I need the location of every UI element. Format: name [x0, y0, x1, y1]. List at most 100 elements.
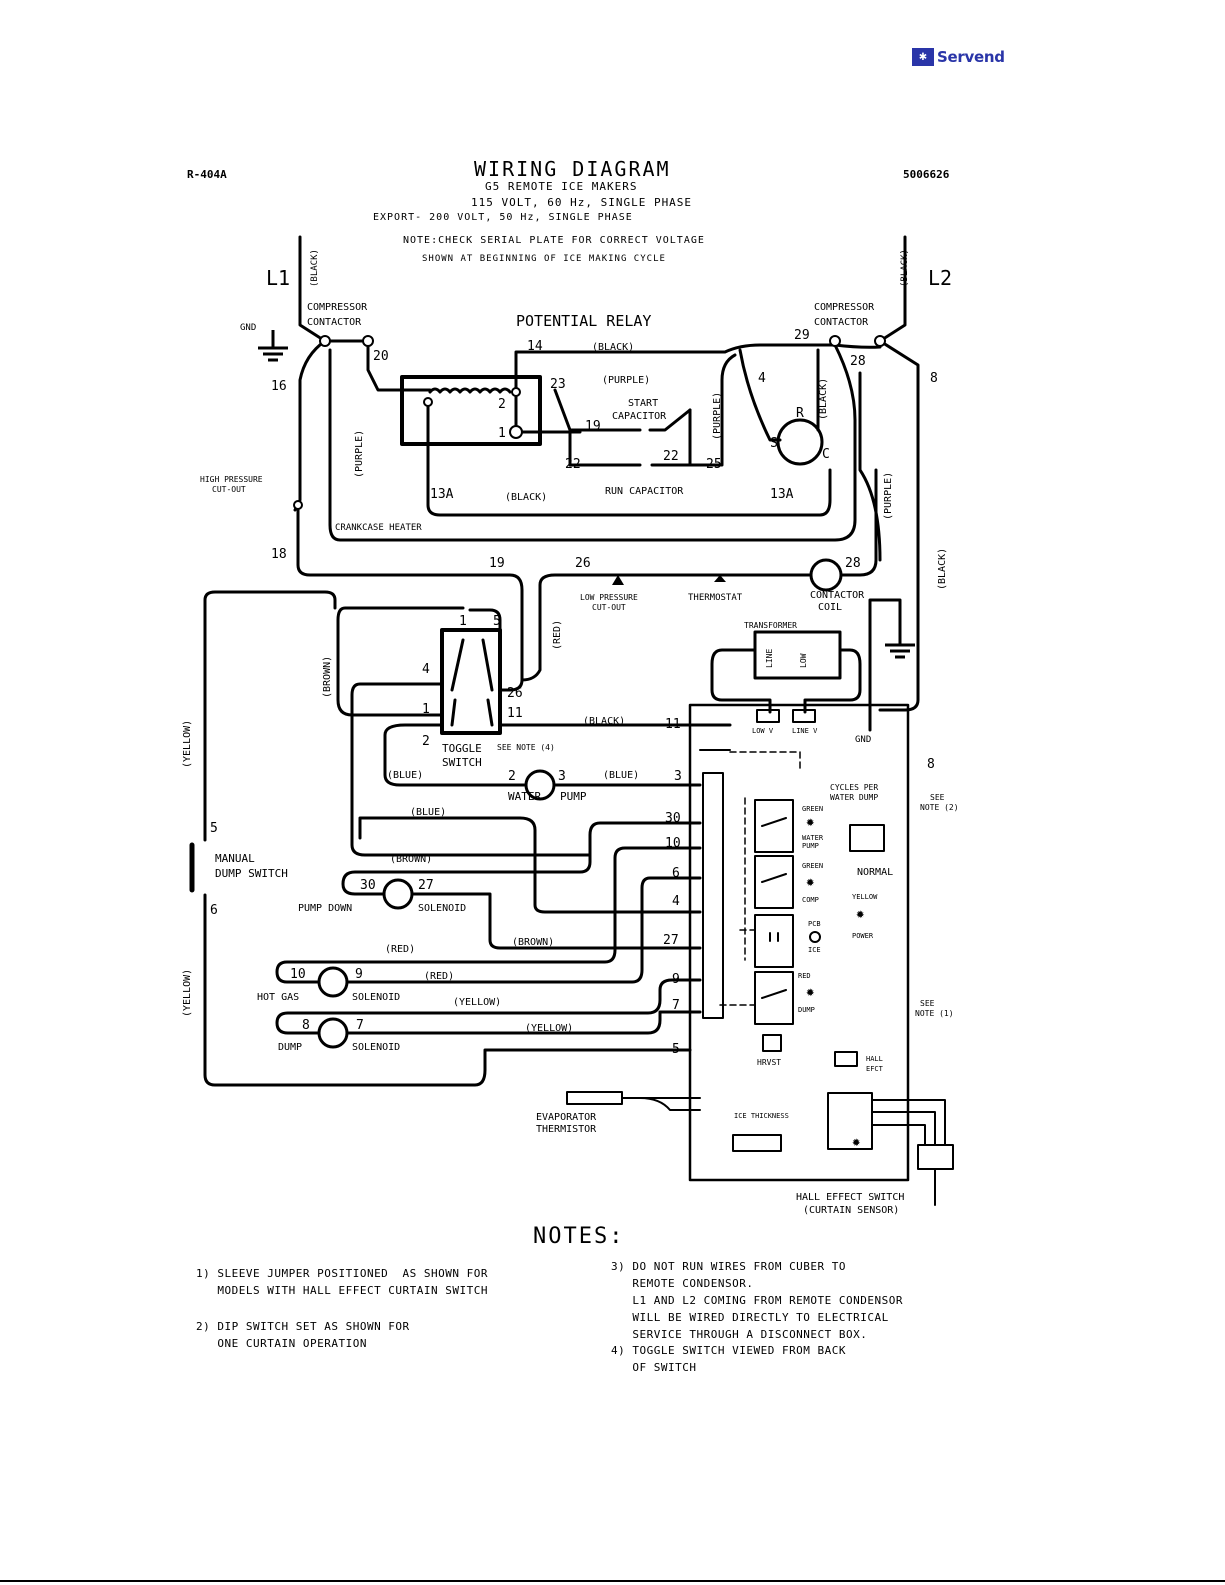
- label-green-wp-a: GREEN: [802, 805, 823, 813]
- label-blue-c: (BLUE): [410, 807, 446, 818]
- subtitle-5: SHOWN AT BEGINNING OF ICE MAKING CYCLE: [422, 254, 666, 264]
- wire-16: [293, 339, 327, 512]
- hall-effect-switch: [917, 1144, 954, 1170]
- wire-num-12: 8: [930, 371, 938, 386]
- label-evap-a: EVAPORATOR: [536, 1112, 597, 1123]
- label-black-l1: (BLACK): [310, 249, 320, 287]
- label-ice-thickness: ICE THICKNESS: [734, 1112, 789, 1120]
- wire-num-22: 22: [565, 457, 581, 472]
- note-1: 1) SLEEVE JUMPER POSITIONED AS SHOWN FOR…: [196, 1267, 489, 1297]
- comp-r: R: [796, 406, 804, 421]
- subtitle-3: EXPORT- 200 VOLT, 50 Hz, SINGLE PHASE: [373, 212, 633, 223]
- dump-switch-num-6: 6: [210, 903, 218, 918]
- control-board: [688, 703, 910, 1182]
- label-purple-left: (PURPLE): [354, 430, 365, 478]
- label-yellow-left-a: (YELLOW): [182, 720, 193, 768]
- label-hrvst: HRVST: [757, 1058, 781, 1067]
- ground-symbol-right: [885, 643, 915, 659]
- label-high-pressure-b: CUT-OUT: [212, 485, 246, 494]
- label-green-wp-c: PUMP: [802, 842, 819, 850]
- label-ice: ICE: [808, 946, 821, 954]
- dump-solenoid: [317, 1017, 349, 1049]
- label-low-pressure-a: LOW PRESSURE: [580, 593, 638, 602]
- label-line-v: LINE V: [792, 727, 818, 735]
- wire-num-23a: 23: [550, 377, 566, 392]
- toggle-switch: [440, 628, 502, 735]
- relay-coil: [428, 387, 512, 394]
- label-contactor-l2-b: CONTACTOR: [814, 317, 869, 328]
- label-green-comp-a: GREEN: [802, 862, 823, 870]
- pd-num-27: 27: [418, 878, 434, 893]
- board-num-30: 30: [665, 811, 681, 826]
- label-blue-b: (BLUE): [603, 770, 639, 781]
- note-2: 2) DIP SWITCH SET AS SHOWN FOR ONE CURTA…: [196, 1320, 410, 1350]
- evaporator-thermistor: [566, 1091, 623, 1105]
- led-water-pump-icon: ✹: [806, 814, 815, 830]
- label-water-pump-b: PUMP: [560, 790, 587, 803]
- led-hall-icon: ✹: [852, 1134, 861, 1150]
- label-low-pressure-b: CUT-OUT: [592, 603, 626, 612]
- label-cycles-a: CYCLES PER: [830, 783, 878, 792]
- label-see-note-2-a: SEE: [930, 793, 945, 802]
- label-contactor-l1-a: COMPRESSOR: [307, 302, 368, 313]
- label-pump-down-sol: SOLENOID: [418, 903, 466, 914]
- wire-num-18: 18: [271, 547, 287, 562]
- brand-logo: ✱ Servend: [912, 47, 1005, 67]
- label-contactor-l1-b: CONTACTOR: [307, 317, 362, 328]
- contactor-coil: [809, 558, 843, 592]
- hot-gas-solenoid: [317, 966, 349, 998]
- toggle-num-1: 1: [459, 614, 467, 629]
- toggle-num-11: 11: [507, 706, 523, 721]
- label-potential-relay: POTENTIAL RELAY: [516, 312, 651, 330]
- label-start-cap-a: START: [628, 398, 658, 409]
- board-num-3: 3: [674, 769, 682, 784]
- label-transformer: TRANSFORMER: [744, 621, 797, 630]
- dump-num-7: 7: [356, 1018, 364, 1033]
- label-dump-sol: SOLENOID: [352, 1042, 400, 1053]
- wire-num-2: 2: [498, 397, 506, 412]
- hg-num-10: 10: [290, 967, 306, 982]
- pump-num-3: 3: [558, 769, 566, 784]
- label-hall-effect-b: (CURTAIN SENSOR): [803, 1205, 899, 1216]
- ice-thickness-switch: [732, 1134, 782, 1152]
- wire-l1: [298, 235, 327, 343]
- subtitle-4: NOTE:CHECK SERIAL PLATE FOR CORRECT VOLT…: [403, 235, 705, 246]
- label-brown-vert: (BROWN): [322, 656, 333, 698]
- label-black-far: (BLACK): [937, 548, 948, 590]
- dump-switch-num-5: 5: [210, 821, 218, 836]
- hg-num-9: 9: [355, 967, 363, 982]
- label-l1: L1: [266, 266, 290, 290]
- label-low: LOW: [799, 653, 808, 668]
- label-hall-small-b: EFCT: [866, 1065, 884, 1073]
- led-power-icon: ✹: [856, 906, 865, 922]
- label-pcb: PCB: [808, 920, 821, 928]
- notes-title: NOTES:: [533, 1224, 625, 1249]
- label-purple-top: (PURPLE): [602, 375, 650, 386]
- wire-num-16: 16: [271, 379, 287, 394]
- wire-num-14: 14: [527, 339, 543, 354]
- label-crankcase: CRANKCASE HEATER: [335, 523, 422, 533]
- label-gnd: GND: [240, 323, 256, 333]
- label-manual-dump-a: MANUAL: [215, 852, 255, 865]
- label-high-pressure-a: HIGH PRESSURE: [200, 475, 263, 484]
- board-num-7: 7: [672, 998, 680, 1013]
- board-num-8: 6: [672, 866, 680, 881]
- toggle-num-2: 2: [422, 734, 430, 749]
- diagram-title: WIRING DIAGRAM: [474, 157, 671, 181]
- label-purple-right: (PURPLE): [712, 392, 723, 440]
- toggle-num-5: 5: [493, 614, 501, 629]
- label-brown-b: (BROWN): [512, 937, 554, 948]
- harvest-button: [762, 1034, 782, 1052]
- wire-num-19a: 19: [585, 419, 601, 434]
- label-hot-gas: HOT GAS: [257, 992, 299, 1003]
- board-num-4: 4: [672, 894, 680, 909]
- label-contactor-l2-a: COMPRESSOR: [814, 302, 875, 313]
- doc-code: R-404A: [187, 168, 227, 181]
- wire-num-19b: 19: [489, 556, 505, 571]
- brand-logo-text: Servend: [937, 48, 1005, 66]
- transformer: [753, 630, 842, 680]
- pump-num-2: 2: [508, 769, 516, 784]
- label-start-cap-b: CAPACITOR: [612, 411, 667, 422]
- label-green-comp-b: COMP: [802, 896, 819, 904]
